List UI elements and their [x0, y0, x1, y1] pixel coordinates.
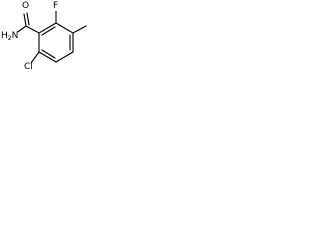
methyl-bond	[72, 25, 87, 34]
molecule-structure: F O H2N Cl	[0, 0, 93, 83]
oxygen-label: O	[22, 1, 30, 11]
amine-label: H2N	[1, 31, 19, 43]
fluorine-label: F	[53, 1, 59, 11]
carbonyl-bond	[25, 25, 40, 34]
ring-bond	[55, 22, 74, 34]
chloro-bond	[30, 51, 40, 64]
ring-bond	[55, 51, 74, 63]
hydrogen-count: 2	[7, 35, 12, 42]
ring-double-bond	[41, 26, 56, 36]
ring-bond	[38, 22, 57, 34]
chlorine-label: Cl	[24, 62, 33, 72]
carbonyl-double-bond-1	[23, 13, 27, 27]
carbonyl-double-bond-2	[26, 12, 30, 26]
ring-bond	[38, 51, 57, 63]
ring-double-bond	[41, 49, 56, 59]
bond-skeleton	[14, 10, 87, 64]
